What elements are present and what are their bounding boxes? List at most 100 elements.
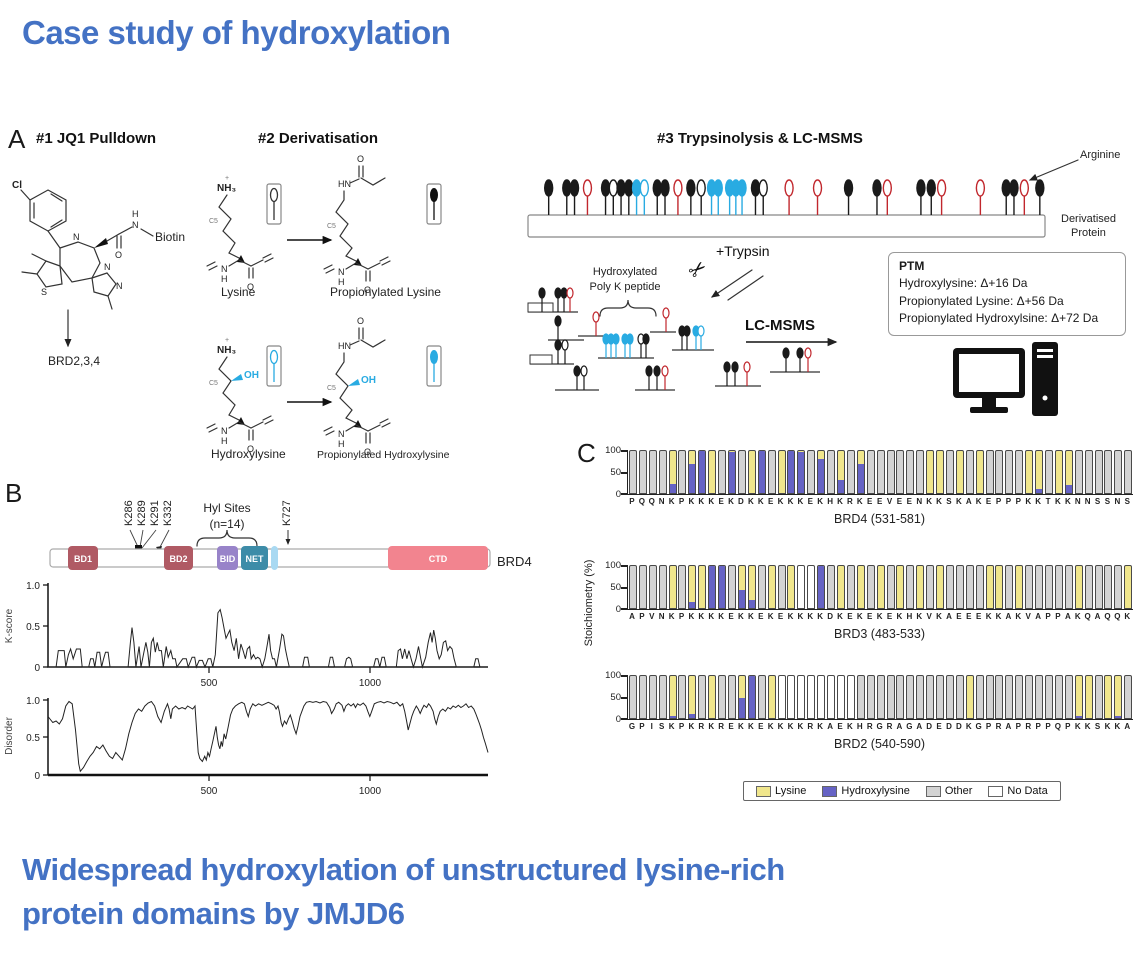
panel-c-label: C <box>577 438 596 468</box>
residue-letter: A <box>1035 612 1041 621</box>
hydroxylysine-segment <box>719 566 726 608</box>
stoichiometry-bar <box>648 565 657 609</box>
residue-letter: P <box>639 612 645 621</box>
legend-swatch <box>756 785 771 797</box>
stoichiometry-bar <box>1025 675 1034 719</box>
stoichiometry-column <box>687 675 697 719</box>
stoichiometry-bar <box>1035 450 1044 494</box>
residue-letter: P <box>1045 612 1051 621</box>
stoichiometry-column <box>1123 675 1133 719</box>
xtick: 500 <box>201 786 218 797</box>
triazole-ring <box>91 272 117 297</box>
residue-letter: E <box>976 612 982 621</box>
residue-letter: S <box>1094 497 1101 506</box>
hydroxylysine-structure: + NH₃ OH C5 Hydroxylysine <box>206 337 286 461</box>
residue-letter: E <box>728 722 734 731</box>
stoichiometry-bar <box>936 565 945 609</box>
ytick-0: 0 <box>615 489 621 500</box>
stoichiometry-bar <box>1064 675 1073 719</box>
stoichiometry-column <box>727 450 737 494</box>
stoichiometry-bar <box>668 565 677 609</box>
residue-letter: P <box>1005 497 1012 506</box>
protein-label: Protein <box>1071 227 1106 239</box>
stoichiometry-bar <box>628 565 637 609</box>
stoichiometry-column <box>955 675 965 719</box>
stoichiometry-bar <box>856 450 865 494</box>
stoichiometry-column <box>1094 565 1104 609</box>
stoichiometry-column <box>1094 675 1104 719</box>
residue-letter: E <box>758 722 764 731</box>
stoichiometry-column <box>767 565 777 609</box>
ytick: 1.0 <box>26 581 40 592</box>
stoichiometry-column <box>915 450 925 494</box>
stoichiometry-column <box>816 675 826 719</box>
stoichiometry-column <box>925 565 935 609</box>
ytick-50: 50 <box>610 467 621 478</box>
residue-letter: D <box>946 722 952 731</box>
prop-hydroxylysine-caption: Propionylated Hydroxylysine <box>317 449 450 461</box>
stoichiometry-bar <box>856 565 865 609</box>
residue-letter: K <box>777 722 784 731</box>
hydroxyl-label: OH <box>361 375 376 386</box>
stoichiometry-column <box>747 450 757 494</box>
stoichiometry-bar <box>886 675 895 719</box>
stoichiometry-column <box>1113 450 1123 494</box>
stoichiometry-bar <box>886 450 895 494</box>
stoichiometry-bar <box>906 450 915 494</box>
residue-letter: K <box>787 722 794 731</box>
residue-letter: K <box>847 722 853 731</box>
domain-net <box>241 546 268 570</box>
stoichiometry-bar <box>777 675 786 719</box>
thiophene-ring <box>36 260 63 288</box>
residue-letter: K <box>688 612 695 621</box>
bottom-title: Widespread hydroxylation of unstructured… <box>22 848 785 936</box>
stoichiometry-bar <box>1015 675 1024 719</box>
stoichiometry-bar <box>767 675 776 719</box>
scissors-icon: ✂ <box>684 255 712 284</box>
hydroxylysine-segment <box>1115 715 1122 718</box>
stoichiometry-column <box>1113 565 1123 609</box>
residue-letter: K <box>1084 722 1091 731</box>
residue-letter: D <box>738 497 744 506</box>
peptide-fragment <box>770 347 820 373</box>
amine-label: NH₃ <box>217 345 236 356</box>
stoichiometry-column <box>747 565 757 609</box>
stoichiometry-bar <box>708 565 717 609</box>
stoichiometry-bar <box>777 450 786 494</box>
brd4-domain-and-plots: K286 K289 K291 K332 Hyl Sites (n=14) K72… <box>4 500 532 797</box>
stoichiometry-column <box>1034 450 1044 494</box>
hyl-sites-brace <box>196 529 258 547</box>
ptm-line-hydroxylysine: Hydroxylysine: Δ+16 Da <box>899 276 1028 291</box>
stoichiometry-column <box>975 565 985 609</box>
xtick: 1000 <box>359 786 382 797</box>
stoichiometry-bar <box>1114 675 1123 719</box>
stoichiometry-bar <box>836 675 845 719</box>
bond <box>118 226 133 235</box>
hydroxylysine-segment <box>1075 715 1082 718</box>
legend-item-other: Other <box>925 785 972 797</box>
stoichiometry-bar <box>1064 565 1073 609</box>
stoichiometry-bar <box>836 450 845 494</box>
stoichiometry-column <box>806 565 816 609</box>
stoichiometry-column <box>945 675 955 719</box>
stoichiometry-bar <box>728 675 737 719</box>
lollipop-head <box>562 179 572 197</box>
lollipop-head <box>713 179 723 197</box>
stoichiometry-column <box>985 675 995 719</box>
residue-letter: A <box>1064 612 1071 621</box>
propionylated-hydroxylysine-icon <box>426 345 442 387</box>
stoichiometry-bar <box>807 450 816 494</box>
stoichiometry-column <box>945 450 955 494</box>
stoichiometry-column <box>866 675 876 719</box>
peptide-fragment <box>672 325 714 351</box>
oxygen-atom-label: O <box>357 316 364 326</box>
stoichiometry-column <box>836 565 846 609</box>
residue-letter: K <box>926 497 933 506</box>
hydroxylysine-segment <box>798 452 805 493</box>
residue-letter: K <box>797 612 804 621</box>
stoichiometry-bar <box>698 565 707 609</box>
lollipop-head <box>784 179 794 197</box>
hydroxylysine-segment <box>1065 484 1072 493</box>
stoichiometry-column <box>1123 565 1133 609</box>
